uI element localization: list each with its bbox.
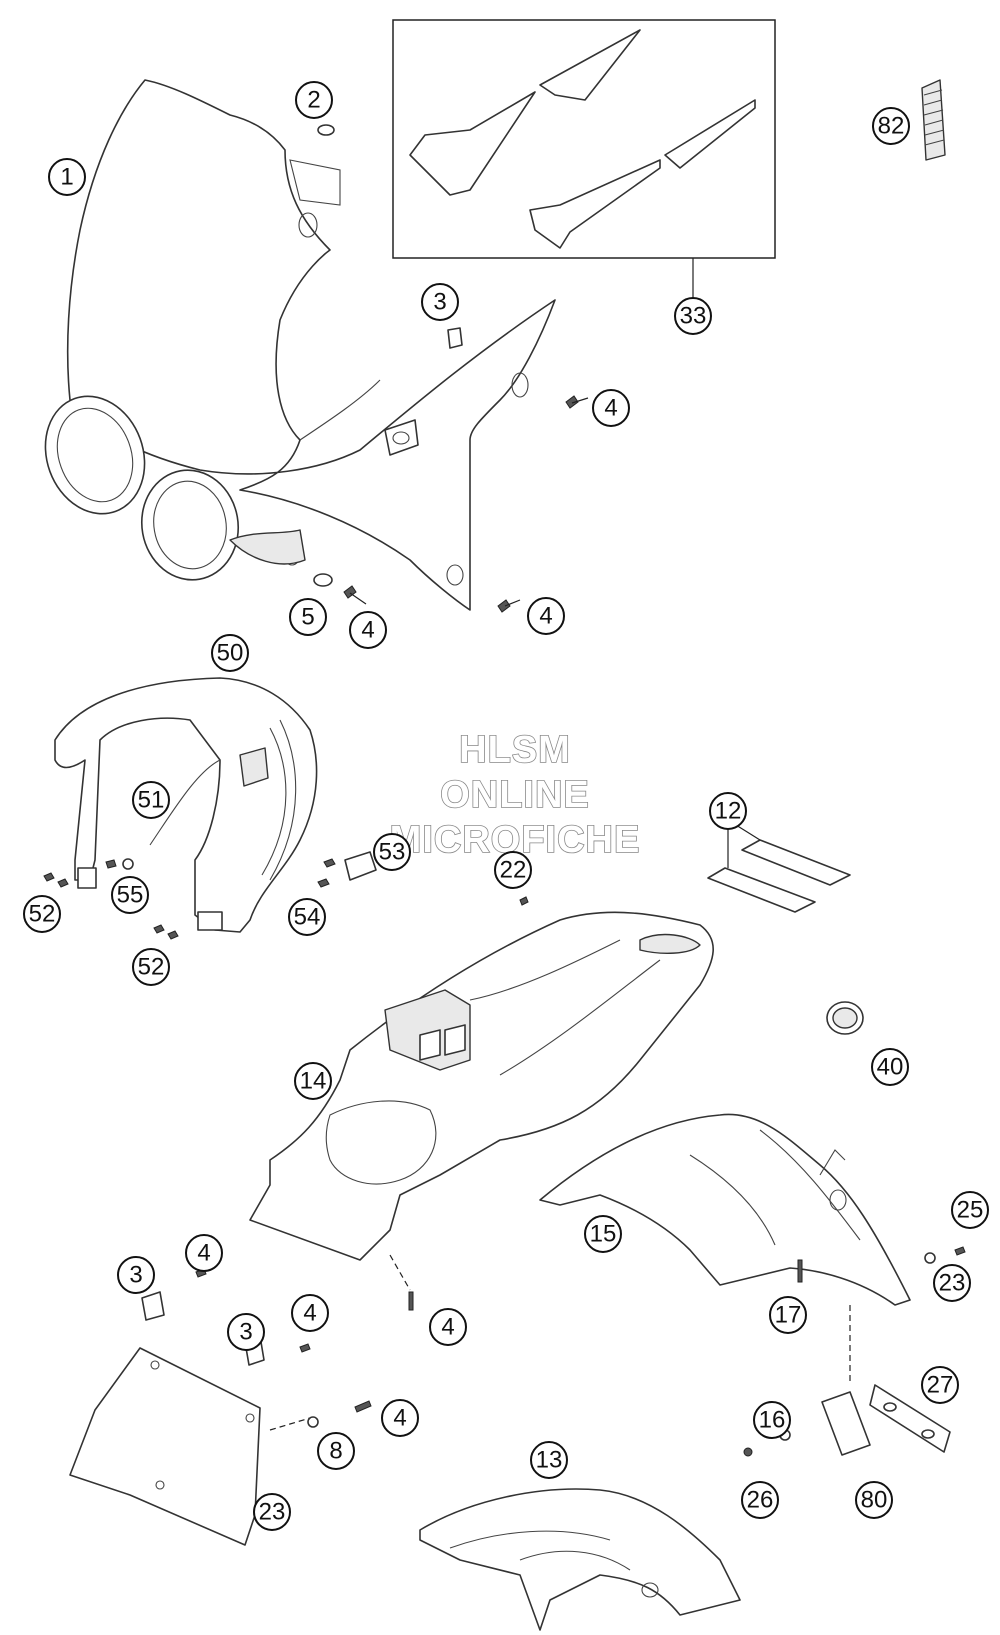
callout-15-label: 15 xyxy=(590,1221,617,1248)
callout-50: 50 xyxy=(211,634,249,672)
callout-4-label: 4 xyxy=(303,1300,316,1327)
callout-81-label: 80 xyxy=(861,1487,888,1514)
callout-17: 17 xyxy=(769,1296,807,1334)
callout-2: 2 xyxy=(295,81,333,119)
callout-33: 33 xyxy=(674,297,712,335)
callout-23: 8 xyxy=(317,1432,355,1470)
callout-3: 3 xyxy=(421,283,459,321)
callout-25: 25 xyxy=(951,1191,989,1229)
decal-kit-box xyxy=(392,19,776,300)
headlight-fairing xyxy=(44,79,556,611)
callout-1-label: 1 xyxy=(60,164,73,191)
callout-25-label: 25 xyxy=(957,1197,984,1224)
callout-52-label: 52 xyxy=(29,901,56,928)
callout-82-label: 82 xyxy=(878,113,905,140)
callout-51-label: 51 xyxy=(138,787,165,814)
front-fender xyxy=(43,677,318,940)
callout-4-label: 4 xyxy=(539,603,552,630)
part-12-pads xyxy=(707,819,851,913)
callout-3-label: 3 xyxy=(433,289,446,316)
callout-12: 12 xyxy=(709,792,747,830)
callout-81: 80 xyxy=(855,1481,893,1519)
part-53-bracket xyxy=(317,851,529,906)
callout-23: 23 xyxy=(933,1264,971,1302)
callout-50-label: 50 xyxy=(217,640,244,667)
callout-4-label: 4 xyxy=(361,617,374,644)
callout-40-label: 40 xyxy=(877,1054,904,1081)
callout-52-label: 52 xyxy=(138,954,165,981)
callout-55: 55 xyxy=(111,876,149,914)
callout-4: 4 xyxy=(592,389,630,427)
callout-40: 40 xyxy=(871,1048,909,1086)
callout-4: 4 xyxy=(185,1234,223,1272)
callout-3: 3 xyxy=(227,1313,265,1351)
callout-5-label: 5 xyxy=(301,604,314,631)
callout-2-label: 2 xyxy=(307,87,320,114)
callout-4: 4 xyxy=(527,597,565,635)
rear-seat-cover xyxy=(249,911,714,1261)
callout-33-label: 33 xyxy=(680,303,707,330)
callout-1: 1 xyxy=(48,158,86,196)
rear-fender xyxy=(539,1113,966,1385)
callout-80-label: 27 xyxy=(927,1372,954,1399)
part-82 xyxy=(921,79,946,161)
callout-3-label: 3 xyxy=(129,1262,142,1289)
callout-52: 52 xyxy=(23,895,61,933)
callout-26-label: 16 xyxy=(759,1407,786,1434)
callout-12-label: 12 xyxy=(715,798,742,825)
callout-13-label: 23 xyxy=(259,1499,286,1526)
callout-4: 4 xyxy=(291,1294,329,1332)
callout-4-label: 4 xyxy=(441,1314,454,1341)
callout-16: 13 xyxy=(530,1441,568,1479)
callout-14-label: 14 xyxy=(300,1068,327,1095)
callout-55-label: 55 xyxy=(117,882,144,909)
callout-8: 4 xyxy=(381,1399,419,1437)
callout-23-label: 23 xyxy=(939,1270,966,1297)
callout-23-label: 8 xyxy=(329,1438,342,1465)
callout-13: 23 xyxy=(253,1493,291,1531)
license-light-parts xyxy=(743,1384,951,1457)
callout-8-label: 4 xyxy=(393,1405,406,1432)
part-40-grommet xyxy=(826,1001,864,1035)
callout-53-label: 53 xyxy=(379,839,406,866)
watermark-line1: HLSM xyxy=(459,729,571,771)
watermark: HLSM ONLINE MICROFICHE xyxy=(389,728,640,862)
callout-4: 4 xyxy=(349,611,387,649)
callout-26: 16 xyxy=(753,1401,791,1439)
part-16-cover xyxy=(419,1488,741,1631)
callout-3-label: 3 xyxy=(239,1319,252,1346)
callout-3: 3 xyxy=(117,1256,155,1294)
callout-80: 27 xyxy=(921,1366,959,1404)
callout-22-label: 22 xyxy=(500,857,527,884)
callout-17-label: 17 xyxy=(775,1302,802,1329)
callout-4-label: 4 xyxy=(197,1240,210,1267)
callout-5: 5 xyxy=(289,598,327,636)
callout-14: 14 xyxy=(294,1062,332,1100)
callout-15: 15 xyxy=(584,1215,622,1253)
callout-51: 51 xyxy=(132,781,170,819)
callout-16-label: 13 xyxy=(536,1447,563,1474)
callout-53: 53 xyxy=(373,833,411,871)
watermark-line2: ONLINE xyxy=(440,774,590,816)
callout-82: 82 xyxy=(872,107,910,145)
part-13-plate xyxy=(69,1254,414,1546)
callout-4: 4 xyxy=(429,1308,467,1346)
callout-27: 26 xyxy=(741,1481,779,1519)
callout-4-label: 4 xyxy=(604,395,617,422)
callout-27-label: 26 xyxy=(747,1487,774,1514)
callout-22: 22 xyxy=(494,851,532,889)
fairing-hardware xyxy=(313,124,589,613)
callout-52: 52 xyxy=(132,948,170,986)
callout-54-label: 54 xyxy=(294,904,321,931)
callout-54: 54 xyxy=(288,898,326,936)
